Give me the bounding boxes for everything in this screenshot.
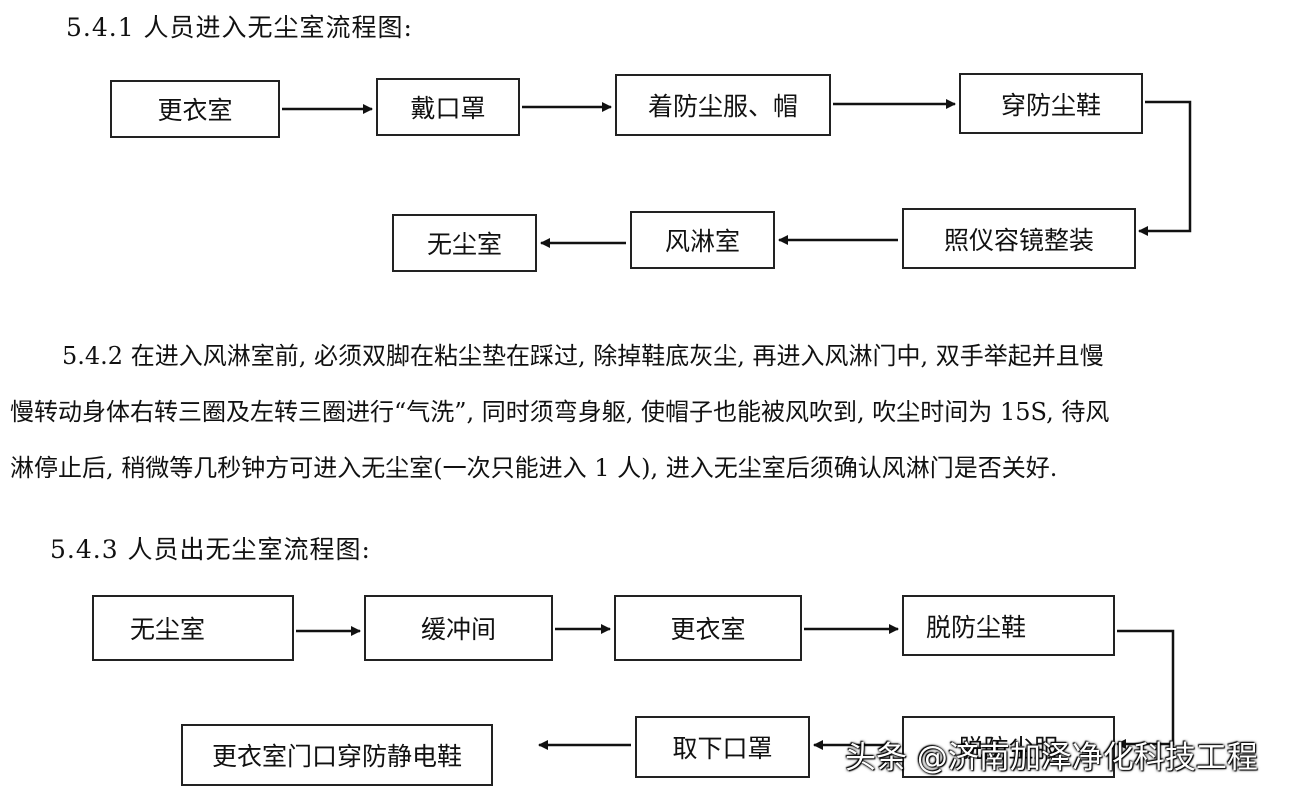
arrow-connector [1138, 100, 1192, 236]
flow-step-changing-room: 更衣室 [110, 80, 280, 138]
flow-step-cleanroom-exit: 无尘室 [92, 595, 294, 661]
flow-step-remove-mask: 取下口罩 [635, 716, 810, 778]
flow-step-remove-dust-suit: 脱防尘服 [902, 716, 1115, 778]
paragraph-line: 5.4.2 在进入风淋室前, 必须双脚在粘尘垫在踩过, 除掉鞋底灰尘, 再进入风… [62, 342, 1104, 370]
watermark-text: 头条 @济南加泽净化科技工程 [845, 740, 1258, 776]
flow-step-mirror-check: 照仪容镜整装 [902, 208, 1136, 269]
flow-step-dust-shoes: 穿防尘鞋 [959, 73, 1143, 134]
flow-step-remove-dust-shoes: 脱防尘鞋 [902, 595, 1115, 656]
flow-step-air-shower: 风淋室 [630, 211, 775, 269]
arrow-connector [1116, 629, 1175, 749]
flow-step-antistatic-shoes: 更衣室门口穿防静电鞋 [181, 724, 493, 786]
section-heading-enter: 5.4.1 人员进入无尘室流程图: [66, 13, 413, 42]
flow-step-changing-room-exit: 更衣室 [614, 595, 802, 661]
flow-step-buffer-room: 缓冲间 [364, 595, 553, 661]
air-shower-instructions: 5.4.2 在进入风淋室前, 必须双脚在粘尘垫在踩过, 除掉鞋底灰尘, 再进入风… [10, 328, 1302, 496]
flow-step-wear-mask: 戴口罩 [376, 78, 520, 136]
paragraph-line: 慢转动身体右转三圈及左转三圈进行“气洗”, 同时须弯身躯, 使帽子也能被风吹到,… [10, 398, 1110, 426]
paragraph-line: 淋停止后, 稍微等几秒钟方可进入无尘室(一次只能进入 1 人), 进入无尘室后须… [10, 454, 1058, 482]
flow-step-cleanroom: 无尘室 [392, 214, 537, 272]
section-heading-exit: 5.4.3 人员出无尘室流程图: [50, 535, 371, 564]
flow-step-dust-suit-cap: 着防尘服、帽 [615, 74, 831, 136]
